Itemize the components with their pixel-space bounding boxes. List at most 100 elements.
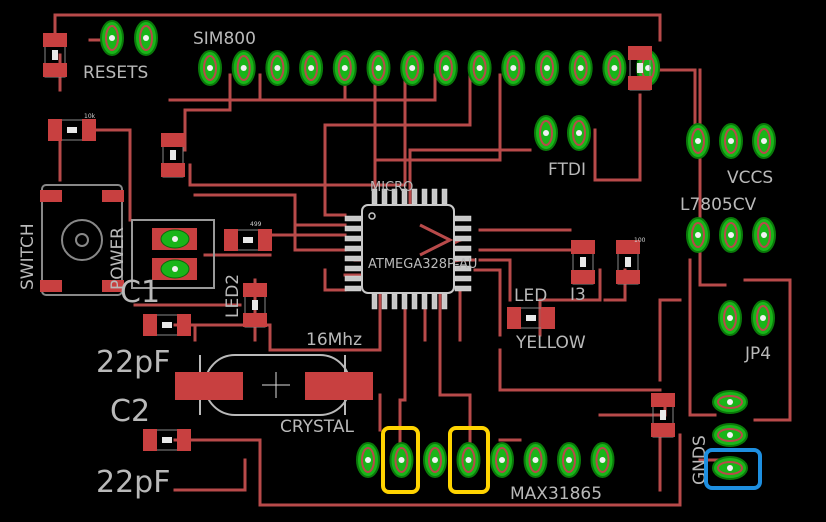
max31865-header-pad — [590, 442, 615, 478]
led-yellow — [507, 307, 555, 329]
max31865-label: MAX31865 — [510, 484, 602, 504]
yellow-label: YELLOW — [515, 333, 586, 353]
resets-header-pad — [100, 20, 124, 56]
vccs-header-pad — [686, 123, 710, 159]
chip-pin — [454, 275, 472, 282]
max31865-header-pad — [490, 442, 514, 478]
chip-pin1-marker — [368, 212, 376, 220]
chip-pin — [344, 245, 362, 252]
led2-resistor — [243, 283, 267, 328]
gnds-header-pad — [712, 423, 748, 447]
led-label: LED — [514, 286, 547, 306]
chip-pin — [344, 265, 362, 272]
crystal-label: CRYSTAL — [280, 417, 354, 437]
chip-pin — [454, 215, 472, 222]
sim800-header-pad — [400, 50, 425, 86]
chip-pin — [441, 188, 448, 205]
highlight-box-yellow-1 — [381, 426, 420, 494]
val-10k-label: 10k — [84, 113, 96, 120]
jp4-header-pad — [718, 300, 742, 336]
chip-pin — [441, 293, 448, 310]
max31865-header-pad — [389, 442, 414, 478]
c2-label: C2 — [110, 394, 150, 429]
sim800-header-pad — [231, 50, 256, 86]
chip-pins — [344, 188, 472, 310]
sim800-header-pad — [299, 50, 324, 86]
chip-body — [361, 204, 455, 294]
l7805-label: L7805CV — [680, 195, 757, 215]
chip-pin — [344, 255, 362, 262]
cap-reset — [43, 33, 67, 78]
copper-traces — [53, 13, 792, 507]
resistor-i3-left — [571, 240, 595, 285]
micro-label: MICRO — [370, 180, 413, 195]
gnds-header-pad — [712, 390, 748, 414]
resistor-max — [651, 393, 675, 438]
l7805-header-pad — [752, 217, 776, 253]
switch-label: SWITCH — [18, 223, 38, 290]
chip-pin — [454, 245, 472, 252]
crystal-pad-right — [305, 372, 373, 400]
chip-pin — [431, 188, 438, 205]
cap-c1 — [143, 314, 191, 336]
max31865-header-pad — [423, 442, 447, 478]
vccs-label: VCCS — [727, 168, 773, 188]
resistor-10k — [48, 119, 96, 141]
atmega-chip: MICRO ATMEGA328P-AU — [344, 180, 477, 310]
ftdi-header-pad — [534, 115, 558, 151]
vccs-header-pad — [719, 123, 743, 159]
chip-pin — [344, 225, 362, 232]
smd-components — [43, 33, 675, 451]
cap-sim800 — [628, 46, 652, 91]
vccs-header-pad — [752, 123, 776, 159]
chip-pin — [344, 275, 362, 282]
chip-pin — [344, 215, 362, 222]
ftdi-header-pad — [567, 115, 591, 151]
sim800-label: SIM800 — [193, 29, 256, 49]
led2-label: LED2 — [223, 274, 243, 318]
sim800-header-pad — [568, 50, 593, 86]
c2-value-label: 22pF — [96, 465, 170, 500]
max31865-header-pad — [523, 442, 548, 478]
chip-pin — [454, 235, 472, 242]
resistor-499 — [224, 229, 272, 251]
l7805-header-pad — [719, 217, 743, 253]
chip-pin — [381, 293, 388, 310]
max31865-header-pad — [356, 442, 380, 478]
power-label: POWER — [108, 227, 128, 290]
freq-label: 16Mhz — [306, 330, 362, 350]
chip-pin — [344, 285, 362, 292]
chip-pin — [454, 225, 472, 232]
chip-pin — [391, 293, 398, 310]
gnds-header-pad — [712, 456, 748, 480]
chip-pin — [411, 293, 418, 310]
jp4-header-pad — [751, 300, 775, 336]
chip-pin — [454, 285, 472, 292]
highlight-box-blue — [704, 448, 762, 490]
chip-pin — [431, 293, 438, 310]
sim800-header-pad — [467, 50, 492, 86]
chip-pin — [421, 188, 428, 205]
max31865-header-pad — [456, 442, 481, 478]
val-100-label: 100 — [634, 237, 646, 244]
chip-part-label: ATMEGA328P-AU — [368, 257, 477, 272]
sim800-header-pad — [501, 50, 526, 86]
jp4-label: JP4 — [744, 344, 771, 364]
cap-c2 — [143, 429, 191, 451]
chip-pin — [371, 293, 378, 310]
power-led-component — [131, 219, 215, 289]
sim800-header-pad — [602, 50, 627, 86]
highlight-box-yellow-2 — [448, 426, 490, 494]
chip-pin — [401, 293, 408, 310]
val-499-label: 499 — [250, 221, 262, 228]
sim800-header-pad — [332, 50, 357, 86]
cap-c4 — [161, 133, 185, 178]
pin-headers — [100, 20, 776, 480]
resets-header-pad — [134, 20, 158, 56]
c1-value-label: 22pF — [96, 345, 170, 380]
sim800-header-pad — [366, 50, 391, 86]
switch-component — [40, 184, 124, 296]
max31865-header-pad — [557, 442, 581, 478]
sim800-header-pad — [535, 50, 559, 86]
